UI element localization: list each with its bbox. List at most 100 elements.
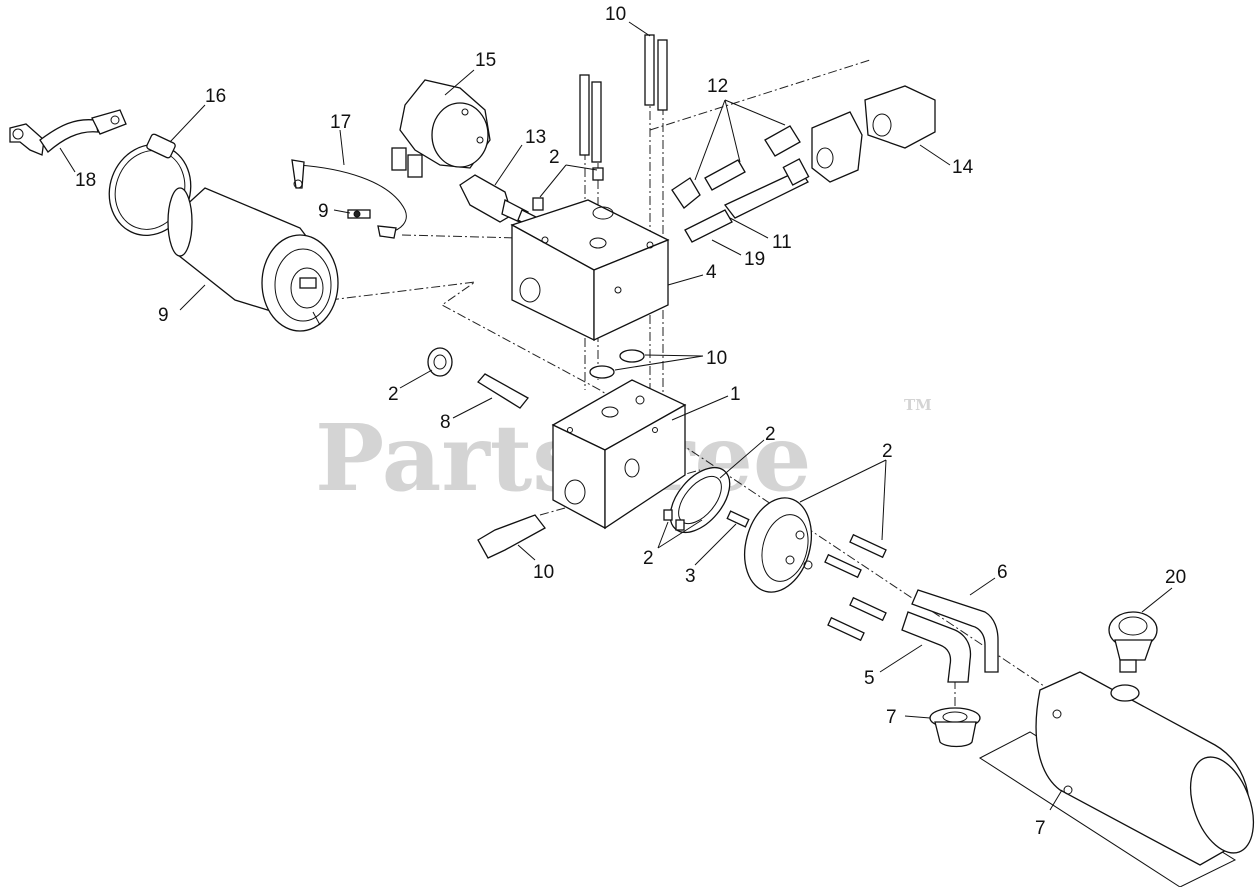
lower-plug-1 xyxy=(663,509,673,521)
leader-2-lower-b xyxy=(657,519,703,549)
callout-9-small: 9 xyxy=(318,201,329,222)
bolt-2 xyxy=(591,81,602,163)
bolt-4 xyxy=(657,39,668,111)
part-10-bolts-top xyxy=(579,34,668,163)
callout-10-top: 10 xyxy=(605,4,626,25)
coil-2 xyxy=(864,85,936,149)
part-7-fitting xyxy=(929,707,981,748)
part-2-gasket xyxy=(669,466,731,534)
part-10-orings xyxy=(589,349,645,379)
solenoid-terminal-1 xyxy=(391,147,407,171)
leader-15 xyxy=(444,69,475,96)
callout-2-bolts: 2 xyxy=(882,441,893,462)
bolt-1 xyxy=(579,74,590,156)
motor-rear-cap xyxy=(167,187,193,257)
bolt-3 xyxy=(644,34,655,106)
callout-6: 6 xyxy=(997,562,1008,583)
cable-lug-right xyxy=(91,109,127,135)
cartridge-2 xyxy=(704,159,746,191)
callout-13: 13 xyxy=(525,127,546,148)
callout-3: 3 xyxy=(685,566,696,587)
leader-6 xyxy=(969,577,996,596)
leader-2-top-b xyxy=(565,164,598,171)
leader-10-orings-a xyxy=(614,355,704,371)
callout-2-gasket: 2 xyxy=(765,424,776,445)
leader-13 xyxy=(494,144,523,186)
callout-8: 8 xyxy=(440,412,451,433)
tube-5 xyxy=(901,611,972,683)
fitting-19-body xyxy=(684,209,733,243)
leader-5 xyxy=(879,644,923,673)
coil-1 xyxy=(811,111,863,183)
callout-19: 19 xyxy=(744,249,765,270)
part-17-wire xyxy=(291,159,407,239)
callout-12: 12 xyxy=(707,76,728,97)
watermark-tm: TM xyxy=(904,396,932,414)
plug-a xyxy=(532,197,544,211)
cartridge-1 xyxy=(671,177,701,209)
leader-12-a xyxy=(694,99,726,181)
callout-7-tank: 7 xyxy=(1035,818,1046,839)
leader-2-top-a xyxy=(539,164,567,198)
callout-10-valve: 10 xyxy=(533,562,554,583)
part-2-pump-bolts xyxy=(824,533,887,642)
part-9-screw xyxy=(347,209,371,219)
part-12-cartridges xyxy=(671,125,801,209)
leader-7-fitting xyxy=(904,715,931,719)
callout-1: 1 xyxy=(730,384,741,405)
leader-10-orings-b xyxy=(644,354,704,357)
leader-14 xyxy=(919,144,951,166)
leader-9-motor xyxy=(179,284,206,311)
part-8-coupler xyxy=(477,373,529,409)
clamp-screw xyxy=(146,133,176,159)
manifold-side xyxy=(593,239,669,342)
leader-lines xyxy=(59,21,1173,811)
tube-6 xyxy=(911,589,999,673)
part-7-tank xyxy=(979,671,1255,888)
main-axis-line xyxy=(329,281,1051,691)
leader-8 xyxy=(452,397,493,419)
part-14-coils xyxy=(811,85,936,183)
part-5-tube xyxy=(901,611,972,683)
leader-16 xyxy=(169,104,206,143)
wire-body xyxy=(297,164,407,233)
callout-2-top: 2 xyxy=(549,147,560,168)
leader-3 xyxy=(694,523,737,566)
plug-b xyxy=(592,167,604,181)
leader-18 xyxy=(59,147,76,173)
lower-valve-body xyxy=(477,514,546,559)
lower-plug-2 xyxy=(675,519,685,531)
callout-11: 11 xyxy=(772,232,792,253)
leader-2-lower-a xyxy=(657,521,669,549)
tank-shadow-plane xyxy=(979,731,1237,888)
part-1-block xyxy=(551,379,687,530)
leader-11 xyxy=(729,217,769,239)
leader-2-seal xyxy=(399,369,433,389)
part-20-cap xyxy=(1108,611,1158,673)
part-9-motor xyxy=(167,187,339,332)
seal xyxy=(427,347,453,377)
callout-5: 5 xyxy=(864,668,875,689)
callout-10-orings: 10 xyxy=(706,348,727,369)
pump-bolt-3 xyxy=(849,596,887,622)
solenoid-face xyxy=(431,102,489,168)
callout-2-lower: 2 xyxy=(643,548,654,569)
callout-14: 14 xyxy=(952,157,974,178)
callout-2-seal: 2 xyxy=(388,384,399,405)
shaft-key xyxy=(726,510,750,528)
callout-9-motor: 9 xyxy=(158,305,169,326)
leader-9-small xyxy=(333,209,351,214)
callout-16: 16 xyxy=(205,86,226,107)
oring-1 xyxy=(589,365,615,379)
part-19-fitting xyxy=(684,209,733,243)
pump-bolt-4 xyxy=(827,616,865,642)
coupler-body xyxy=(477,373,529,409)
callout-7-fitting: 7 xyxy=(886,707,897,728)
callouts: 10 12 15 16 17 13 2 14 18 9 11 19 4 9 10… xyxy=(75,4,1186,839)
screw-axis xyxy=(401,234,521,239)
leader-4 xyxy=(667,274,704,286)
leader-12-b xyxy=(724,99,741,163)
leader-10-valve xyxy=(517,544,536,561)
leader-7-tank xyxy=(1049,789,1063,811)
